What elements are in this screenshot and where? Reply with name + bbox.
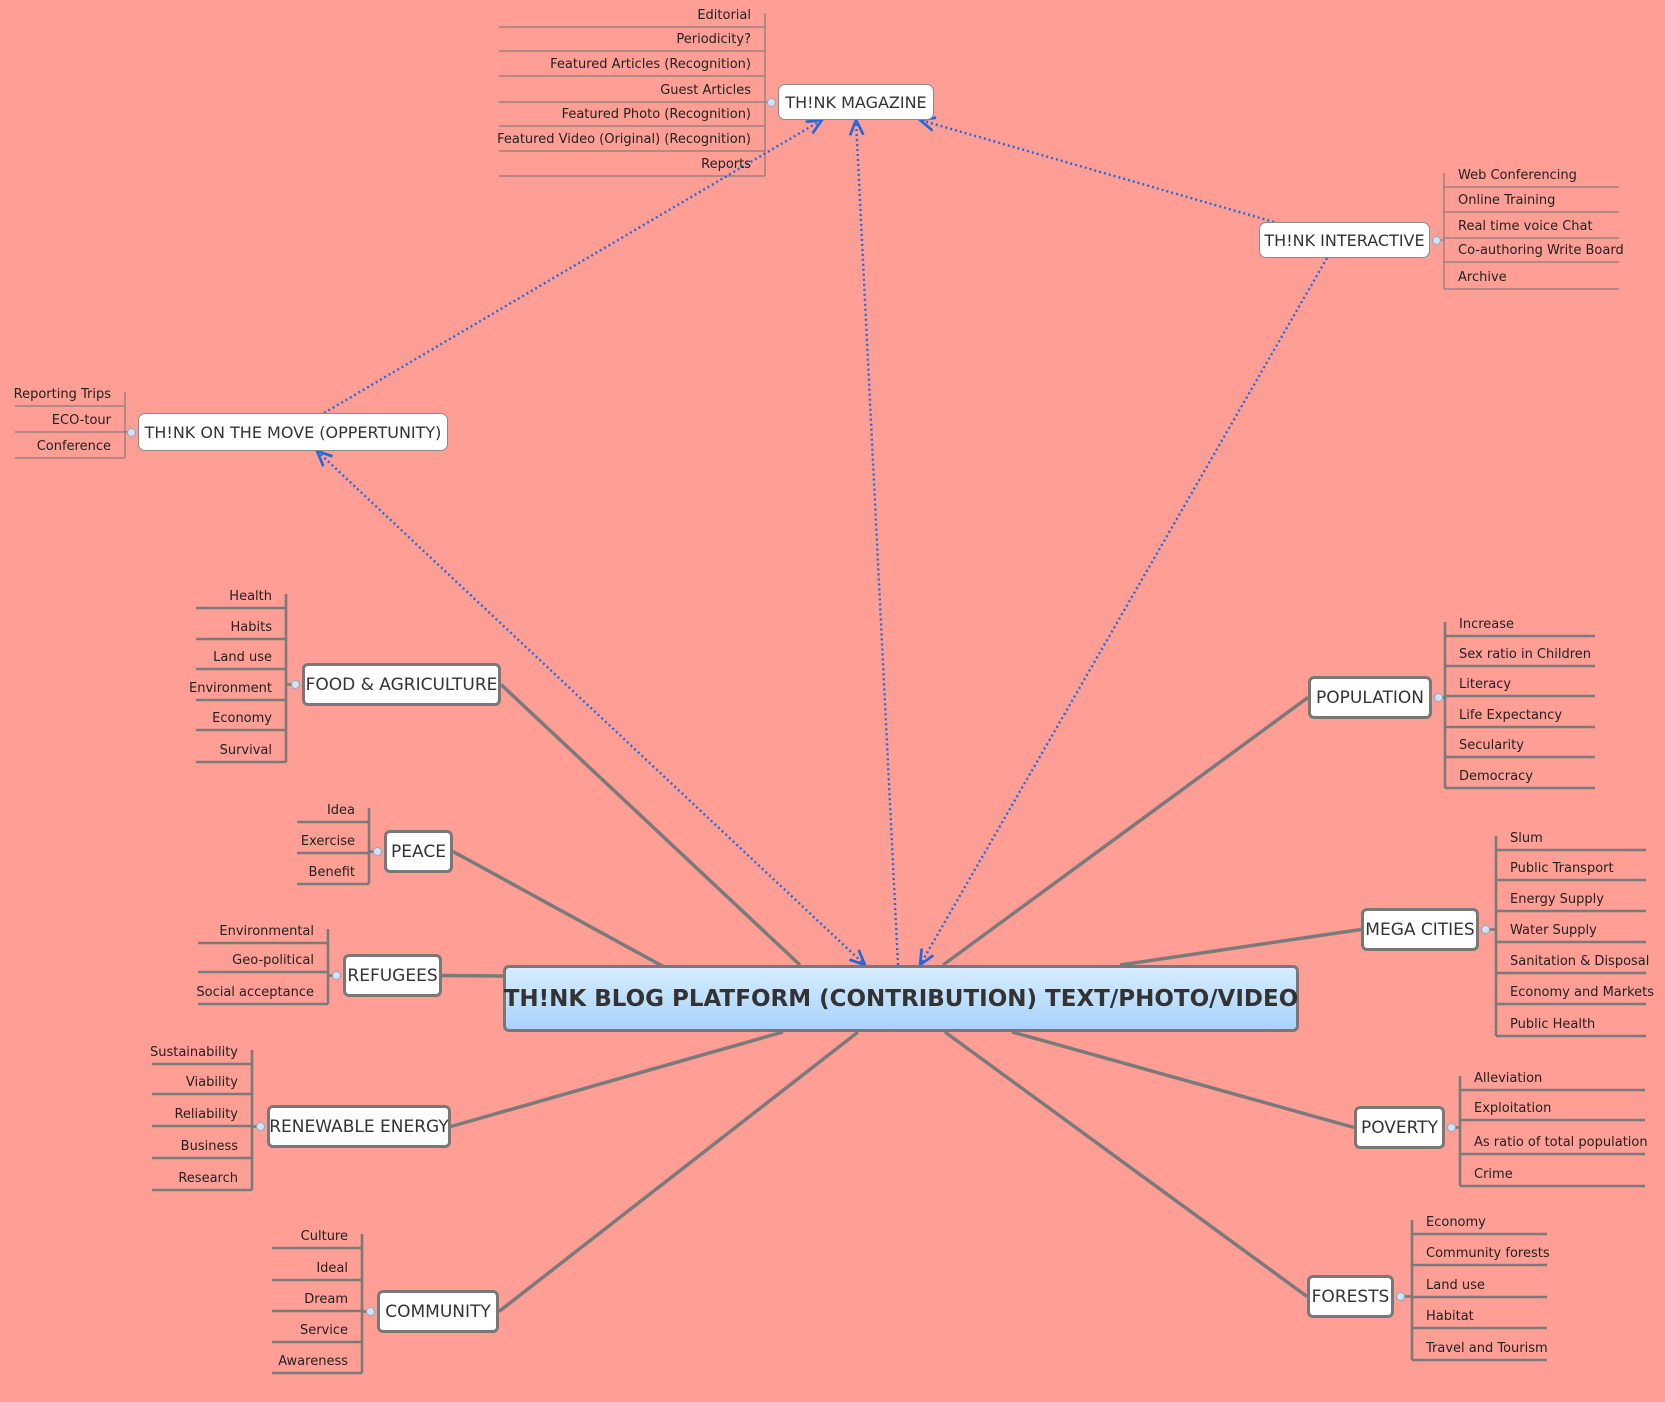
subtopic-label[interactable]: ECO-tour <box>51 413 111 428</box>
subtopic-label[interactable]: Crime <box>1474 1167 1513 1182</box>
subtopic-label[interactable]: Featured Photo (Recognition) <box>561 107 751 122</box>
top_nodes-topic-1[interactable]: TH!NK INTERACTIVE <box>1259 222 1430 258</box>
subtopic-label[interactable]: Co-authoring Write Board <box>1458 243 1624 258</box>
subtopic-label[interactable]: Land use <box>213 650 272 665</box>
subtopic-label[interactable]: Secularity <box>1459 738 1524 753</box>
collapse-toggle-icon[interactable] <box>767 97 776 107</box>
subtopic-label[interactable]: Literacy <box>1459 677 1512 692</box>
subtopic-label[interactable]: Economy <box>1426 1215 1486 1230</box>
subtopic-label[interactable]: Geo-political <box>232 953 314 968</box>
subtopic-label[interactable]: Life Expectancy <box>1459 708 1563 723</box>
subtopic-label[interactable]: Increase <box>1459 617 1515 632</box>
subtopic-label[interactable]: Land use <box>1426 1278 1485 1293</box>
subtopic-label[interactable]: Travel and Tourism <box>1426 1341 1548 1356</box>
right_topics-topic-0[interactable]: POPULATION <box>1308 676 1432 719</box>
left_topics-topic-4[interactable]: COMMUNITY <box>377 1290 499 1333</box>
topic-connector <box>499 683 802 967</box>
top_nodes-topic-0[interactable]: TH!NK MAGAZINE <box>778 84 934 120</box>
topic-connector <box>441 973 504 978</box>
subtopic-label[interactable]: Democracy <box>1459 769 1533 784</box>
subtopic-label[interactable]: Reliability <box>174 1107 238 1122</box>
top_nodes-topic-2[interactable]: TH!NK ON THE MOVE (OPPERTUNITY) <box>138 413 448 451</box>
subtopic-label[interactable]: Web Conferencing <box>1458 168 1577 183</box>
subtopic-label[interactable]: Public Health <box>1510 1017 1596 1032</box>
collapse-toggle-icon[interactable] <box>373 847 382 856</box>
subtopic-label[interactable]: Guest Articles <box>660 83 751 98</box>
subtopic-label[interactable]: Archive <box>1458 270 1507 285</box>
right_topics-topic-1[interactable]: MEGA CITIES <box>1361 908 1479 951</box>
subtopic-label[interactable]: Real time voice Chat <box>1458 219 1593 234</box>
subtopic-label[interactable]: Slum <box>1510 831 1543 846</box>
relationship-arrow <box>856 120 900 966</box>
subtopic-label[interactable]: Service <box>299 1323 348 1338</box>
subtopic-label[interactable]: Editorial <box>697 8 751 23</box>
subtopic-label[interactable]: Idea <box>326 803 355 818</box>
subtopic-label[interactable]: Conference <box>36 439 111 454</box>
subtopic-label[interactable]: Health <box>229 589 272 604</box>
collapse-toggle-icon[interactable] <box>1432 235 1441 245</box>
subtopic-label[interactable]: Alleviation <box>1474 1071 1543 1086</box>
subtopic-label[interactable]: Reports <box>701 157 751 172</box>
topic-connector <box>1011 1030 1355 1130</box>
collapse-toggle-icon[interactable] <box>1434 693 1443 702</box>
subtopic-label[interactable]: Ideal <box>316 1261 348 1276</box>
subtopic-label[interactable]: Environment <box>188 681 272 696</box>
subtopic-label[interactable]: Economy and Markets <box>1510 985 1655 1000</box>
relationship-arrow <box>920 120 1275 224</box>
subtopic-label[interactable]: Community forests <box>1426 1246 1550 1261</box>
subtopic-label[interactable]: Culture <box>300 1229 348 1244</box>
collapse-toggle-icon[interactable] <box>291 680 300 689</box>
subtopic-label[interactable]: Dream <box>304 1292 348 1307</box>
collapse-toggle-icon[interactable] <box>1447 1123 1456 1132</box>
collapse-toggle-icon[interactable] <box>127 427 136 437</box>
topic-connector <box>497 1030 860 1313</box>
subtopic-label[interactable]: Exercise <box>300 834 355 849</box>
subtopic-label[interactable]: Habitat <box>1426 1309 1474 1324</box>
collapse-toggle-icon[interactable] <box>332 971 341 980</box>
subtopic-label[interactable]: Survival <box>219 743 272 758</box>
subtopic-label[interactable]: Public Transport <box>1510 861 1614 876</box>
subtopic-label[interactable]: Sanitation & Disposal <box>1510 954 1650 969</box>
subtopic-label[interactable]: Reporting Trips <box>13 387 111 402</box>
root-topic[interactable]: TH!NK BLOG PLATFORM (CONTRIBUTION) TEXT/… <box>503 965 1299 1032</box>
subtopic-label[interactable]: Awareness <box>278 1354 348 1369</box>
topic-connector <box>941 696 1310 967</box>
relationship-arrow <box>920 257 1329 965</box>
subtopic-label[interactable]: Habits <box>230 620 272 635</box>
relationship-arrow <box>317 451 865 965</box>
topic-connector <box>1119 927 1362 967</box>
subtopic-label[interactable]: Energy Supply <box>1510 892 1604 907</box>
collapse-toggle-icon[interactable] <box>1481 925 1490 934</box>
left_topics-topic-1[interactable]: PEACE <box>384 830 453 873</box>
subtopic-label[interactable]: Research <box>178 1171 238 1186</box>
collapse-toggle-icon[interactable] <box>1396 1292 1405 1301</box>
subtopic-label[interactable]: Business <box>180 1139 238 1154</box>
subtopic-label[interactable]: Featured Articles (Recognition) <box>550 57 751 72</box>
left_topics-topic-2[interactable]: REFUGEES <box>343 954 442 997</box>
left_topics-topic-0[interactable]: FOOD & AGRICULTURE <box>302 663 501 706</box>
subtopic-label[interactable]: Water Supply <box>1510 923 1597 938</box>
subtopic-label[interactable]: Benefit <box>308 865 355 880</box>
subtopic-label[interactable]: Periodicity? <box>676 32 751 47</box>
subtopic-label[interactable]: Viability <box>185 1075 238 1090</box>
subtopic-label[interactable]: Social acceptance <box>196 985 314 1000</box>
subtopic-label[interactable]: Featured Video (Original) (Recognition) <box>497 132 751 147</box>
subtopic-label[interactable]: Sustainability <box>149 1045 238 1060</box>
topic-connector <box>450 1030 784 1129</box>
subtopic-label[interactable]: Environmental <box>219 924 314 939</box>
subtopic-label[interactable]: Online Training <box>1458 193 1556 208</box>
right_topics-topic-3[interactable]: FORESTS <box>1307 1275 1394 1318</box>
subtopic-label[interactable]: Economy <box>212 711 272 726</box>
left_topics-topic-3[interactable]: RENEWABLE ENERGY <box>267 1105 451 1148</box>
subtopic-label[interactable]: Exploitation <box>1474 1101 1552 1116</box>
right_topics-topic-2[interactable]: POVERTY <box>1354 1106 1445 1149</box>
topic-connector <box>943 1030 1309 1298</box>
subtopic-label[interactable]: As ratio of total population <box>1474 1135 1648 1150</box>
collapse-toggle-icon[interactable] <box>366 1307 375 1316</box>
collapse-toggle-icon[interactable] <box>256 1122 265 1131</box>
relationship-arrow <box>323 120 822 415</box>
subtopic-label[interactable]: Sex ratio in Children <box>1459 647 1592 662</box>
